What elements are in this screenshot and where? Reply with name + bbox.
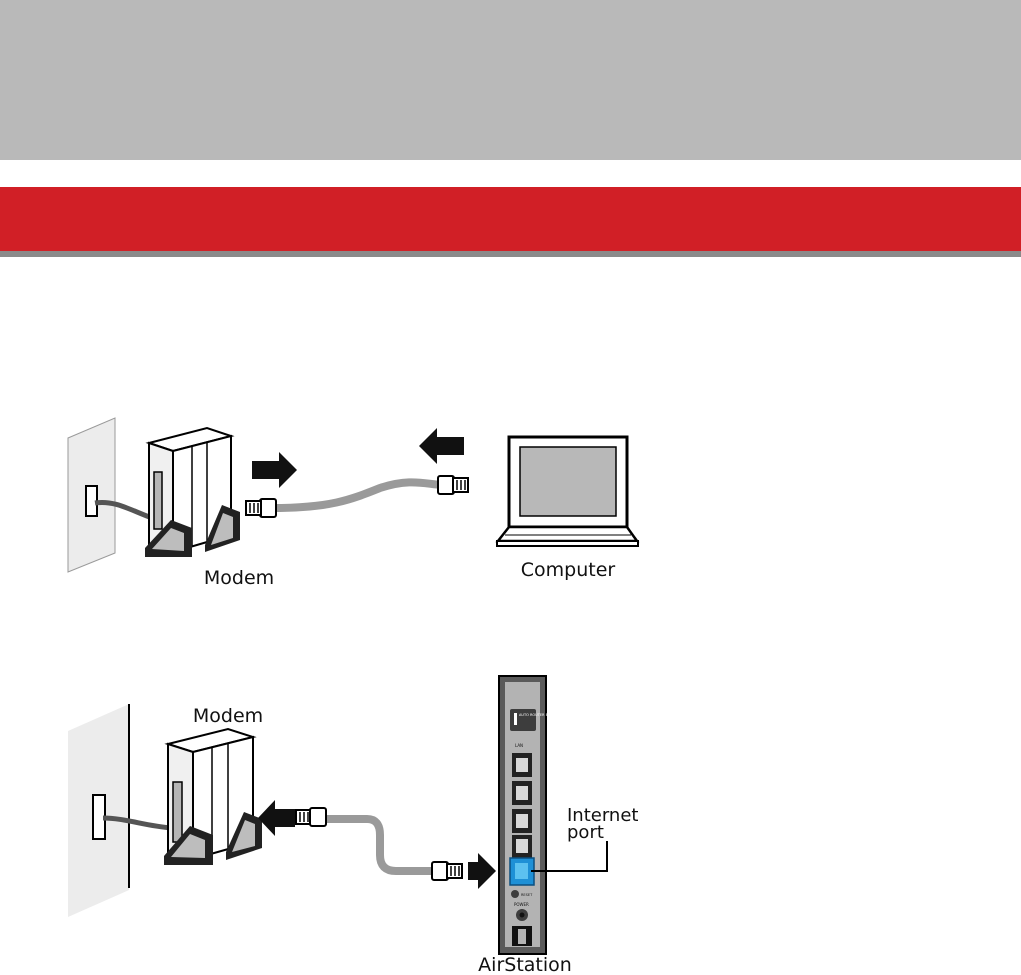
ethernet-cable-1 [272, 482, 442, 508]
ethernet-cable-2 [320, 819, 442, 871]
computer-label: Computer [521, 559, 616, 581]
rj45-connector-2b [432, 862, 462, 880]
arrow-left-1 [419, 428, 464, 464]
arrow-left-2 [258, 800, 295, 836]
airstation-router: AUTO ROUTER BRIDGE LAN RESET POWER [499, 676, 559, 954]
modem-label-1: Modem [204, 567, 274, 589]
modem-2 [164, 729, 262, 865]
reset-label: RESET [521, 893, 533, 897]
internet-port-label-line2: port [567, 822, 604, 843]
modem-label-2: Modem [193, 705, 263, 727]
airstation-label: AirStation [478, 954, 572, 975]
arrow-right-1 [252, 452, 297, 488]
rj45-connector-1a [246, 499, 276, 517]
rj45-connector-1b [438, 476, 468, 494]
rj45-connector-2a [296, 808, 326, 826]
figure-modem-to-airstation: AUTO ROUTER BRIDGE LAN RESET POWER [68, 676, 638, 975]
power-label: POWER [514, 902, 529, 907]
switch-label: AUTO ROUTER BRIDGE [519, 713, 559, 717]
reset-button [511, 890, 519, 898]
modem-1 [145, 428, 240, 557]
lan-label: LAN [515, 743, 523, 748]
figure-modem-to-computer: Modem Computer [68, 418, 638, 589]
laptop-computer [497, 437, 638, 546]
arrow-right-2 [468, 853, 496, 889]
